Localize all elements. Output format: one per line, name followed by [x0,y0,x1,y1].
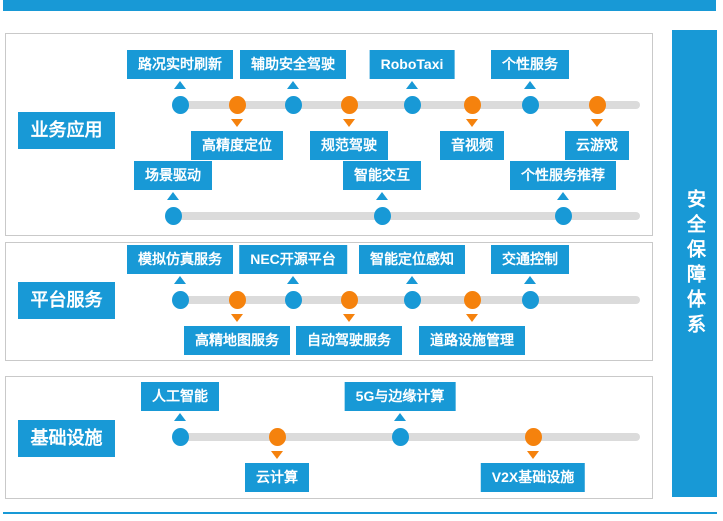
item-label: 音视频 [440,131,504,160]
arrow-up-icon [376,192,388,200]
item-label: 云游戏 [565,131,629,160]
arrow-down-icon [466,314,478,322]
item-label: 辅助安全驾驶 [240,50,346,79]
section-label-business: 业务应用 [18,112,115,149]
item-label: 场景驱动 [134,161,212,190]
arrow-up-icon [287,81,299,89]
item-label: 高精地图服务 [184,326,290,355]
item-label: 5G与边缘计算 [344,382,456,411]
item-label: 交通控制 [491,245,569,274]
timeline-dot [172,291,189,309]
item-label: 道路设施管理 [419,326,525,355]
timeline-dot [172,96,189,114]
arrow-down-icon [527,451,539,459]
timeline-dot [374,207,391,225]
bottom-accent-line [3,512,717,514]
item-label: 规范驾驶 [310,131,388,160]
item-label: 高精度定位 [191,131,283,160]
timeline-dot [285,96,302,114]
arrow-down-icon [591,119,603,127]
arrow-up-icon [406,81,418,89]
item-label: 路况实时刷新 [127,50,233,79]
top-accent-bar [3,0,716,11]
security-assurance-bar: 安全保障体系 [672,30,717,497]
section-label-platform: 平台服务 [18,282,115,319]
timeline-dot [165,207,182,225]
item-label: V2X基础设施 [480,463,586,492]
item-label: 模拟仿真服务 [127,245,233,274]
item-label: 自动驾驶服务 [296,326,402,355]
arrow-up-icon [167,192,179,200]
arrow-down-icon [343,119,355,127]
arrow-up-icon [174,81,186,89]
item-label: 个性服务推荐 [510,161,616,190]
arrow-up-icon [394,413,406,421]
item-label: NEC开源平台 [239,245,347,274]
timeline-dot [404,291,421,309]
timeline-dot [555,207,572,225]
timeline-dot [392,428,409,446]
section-label-infrastructure: 基础设施 [18,420,115,457]
arrow-down-icon [343,314,355,322]
arrow-down-icon [271,451,283,459]
security-assurance-label: 安全保障体系 [684,188,705,339]
item-label: 智能交互 [343,161,421,190]
arrow-down-icon [231,119,243,127]
arrow-up-icon [287,276,299,284]
item-label: 个性服务 [491,50,569,79]
arrow-up-icon [406,276,418,284]
timeline-dot [341,96,358,114]
arrow-up-icon [557,192,569,200]
arrow-down-icon [231,314,243,322]
timeline-dot [464,96,481,114]
item-label: 智能定位感知 [359,245,465,274]
timeline-dot [229,96,246,114]
item-label: RoboTaxi [369,50,455,79]
timeline-dot [341,291,358,309]
arrow-up-icon [524,81,536,89]
timeline-track [175,212,640,220]
arrow-up-icon [524,276,536,284]
item-label: 云计算 [245,463,309,492]
timeline-dot [522,291,539,309]
timeline-dot [589,96,606,114]
timeline-dot [522,96,539,114]
timeline-dot [229,291,246,309]
timeline-dot [269,428,286,446]
timeline-dot [285,291,302,309]
arrow-up-icon [174,276,186,284]
timeline-dot [172,428,189,446]
item-label: 人工智能 [141,382,219,411]
timeline-dot [404,96,421,114]
timeline-dot [525,428,542,446]
timeline-dot [464,291,481,309]
arrow-up-icon [174,413,186,421]
arrow-down-icon [466,119,478,127]
